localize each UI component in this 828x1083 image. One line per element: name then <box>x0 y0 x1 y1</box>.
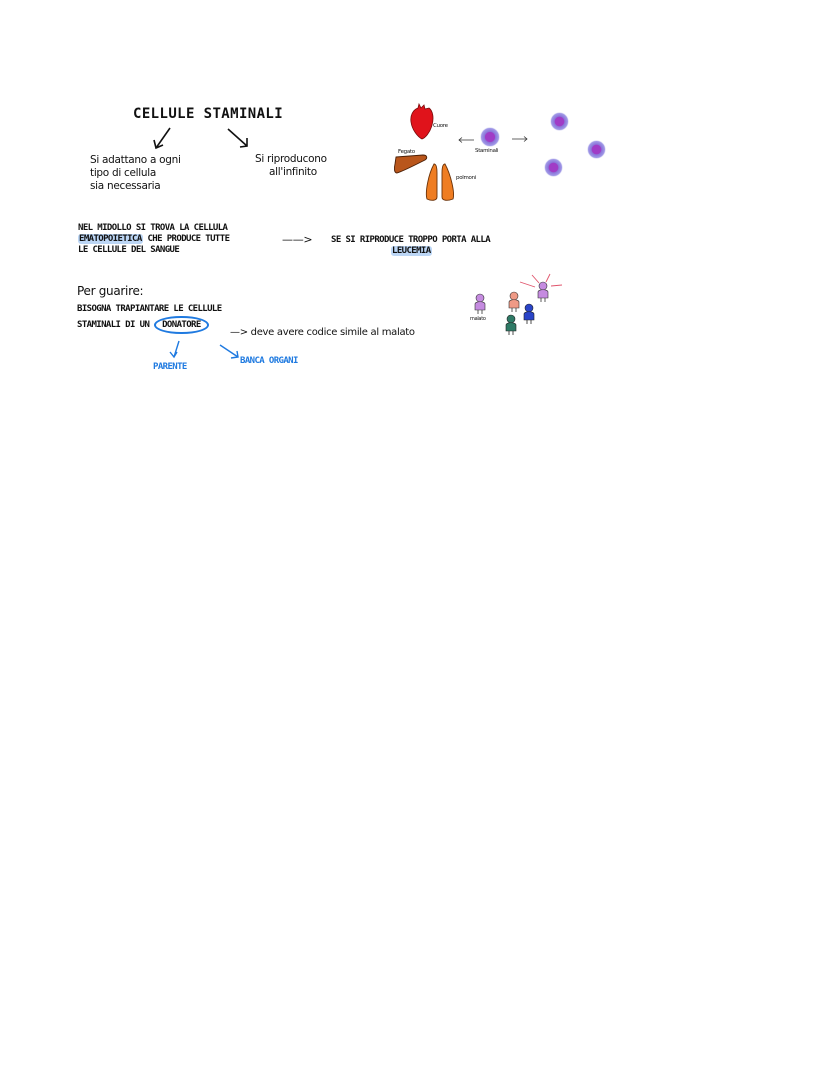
stem-cells-title: CELLULE STAMINALI <box>133 106 284 122</box>
patient-figure-icon <box>474 293 486 314</box>
option-banca-organi: BANCA ORGANI <box>240 356 298 366</box>
highlight-ematopoietica: EMATOPOIETICA <box>78 234 143 244</box>
branch-left-text: Si adattano a ogni tipo di cellula sia n… <box>90 154 181 192</box>
liver-icon <box>393 154 428 174</box>
patient-label: malato <box>470 316 486 322</box>
arrow-right-branch-icon <box>227 128 248 148</box>
stem-cell-label: Staminali <box>475 148 499 154</box>
arrow-to-cells-icon <box>512 136 528 142</box>
leukemia-highlight: LEUCEMIA <box>391 246 432 256</box>
marrow-text: NEL MIDOLLO SI TROVA LA CELLULA EMATOPOI… <box>78 223 230 255</box>
cure-line-1: BISOGNA TRAPIANTARE LE CELLULE <box>77 304 222 314</box>
cure-heading: Per guarire: <box>77 284 144 298</box>
match-arrows-icon <box>519 273 563 288</box>
arrow-to-organs-icon <box>458 137 474 143</box>
liver-label: Fegato <box>398 149 415 155</box>
daughter-cell-icon <box>588 141 605 158</box>
arrow-left-branch-icon <box>153 127 171 150</box>
daughter-cell-icon <box>551 113 568 130</box>
daughter-cell-icon <box>545 159 562 176</box>
donatore-circled: DONATORE <box>154 316 209 334</box>
person-figure-icon <box>505 314 517 335</box>
person-figure-icon <box>508 291 520 312</box>
option-parente: PARENTE <box>153 362 187 372</box>
stem-cell-icon <box>481 128 499 146</box>
lungs-label: polmoni <box>456 175 477 181</box>
arrow-parente-icon <box>169 340 180 359</box>
cure-line-2: STAMINALI DI UN DONATORE <box>77 316 209 334</box>
consequence-text: SE SI RIPRODUCE TROPPO PORTA ALLA <box>331 235 491 245</box>
arrow-banca-icon <box>219 344 239 359</box>
branch-right-text: Si riproducono all'infinito <box>255 153 327 178</box>
matching-donor-figure-icon <box>537 281 549 302</box>
lungs-icon <box>425 163 454 201</box>
marrow-arrow: ——> <box>282 233 313 246</box>
heart-icon <box>410 102 434 140</box>
person-figure-icon <box>523 303 535 324</box>
heart-label: Cuore <box>433 123 448 129</box>
donor-note: —> deve avere codice simile al malato <box>230 327 415 338</box>
